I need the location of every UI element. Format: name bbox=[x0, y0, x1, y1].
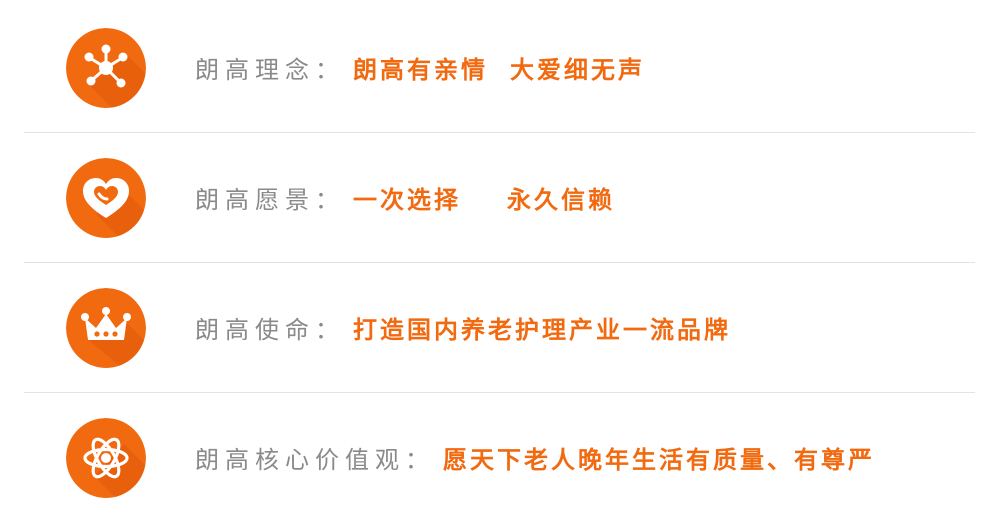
divider bbox=[24, 132, 975, 133]
row-value: 朗高有亲情大爱细无声 bbox=[353, 56, 645, 84]
row-label: 朗高愿景： bbox=[195, 186, 345, 214]
atom-icon bbox=[66, 418, 146, 498]
row-value: 打造国内养老护理产业一流品牌 bbox=[353, 316, 731, 344]
row-value: 愿天下老人晚年生活有质量、有尊严 bbox=[443, 446, 875, 474]
heart-icon bbox=[66, 158, 146, 238]
row-text: 朗高核心价值观： 愿天下老人晚年生活有质量、有尊严 bbox=[195, 443, 875, 477]
row-value-part1: 朗高有亲情 bbox=[353, 56, 488, 84]
row-label: 朗高核心价值观： bbox=[195, 446, 435, 474]
row-text: 朗高愿景： 一次选择 永久信赖 bbox=[195, 183, 615, 217]
divider bbox=[24, 262, 975, 263]
list-item-core-values: 朗高核心价值观： 愿天下老人晚年生活有质量、有尊严 bbox=[24, 393, 975, 523]
network-nodes-icon bbox=[66, 28, 146, 108]
row-value-part2: 永久信赖 bbox=[507, 186, 615, 214]
row-value-part2: 大爱细无声 bbox=[510, 56, 645, 84]
row-text: 朗高使命： 打造国内养老护理产业一流品牌 bbox=[195, 313, 731, 347]
list-item-philosophy: 朗高理念： 朗高有亲情大爱细无声 bbox=[24, 3, 975, 133]
row-value-part1: 一次选择 bbox=[353, 186, 461, 214]
list-item-vision: 朗高愿景： 一次选择 永久信赖 bbox=[24, 133, 975, 263]
divider bbox=[24, 392, 975, 393]
row-text: 朗高理念： 朗高有亲情大爱细无声 bbox=[195, 53, 645, 87]
row-label: 朗高理念： bbox=[195, 56, 345, 84]
list-item-mission: 朗高使命： 打造国内养老护理产业一流品牌 bbox=[24, 263, 975, 393]
row-label: 朗高使命： bbox=[195, 316, 345, 344]
crown-icon bbox=[66, 288, 146, 368]
row-value: 一次选择 永久信赖 bbox=[353, 186, 615, 214]
